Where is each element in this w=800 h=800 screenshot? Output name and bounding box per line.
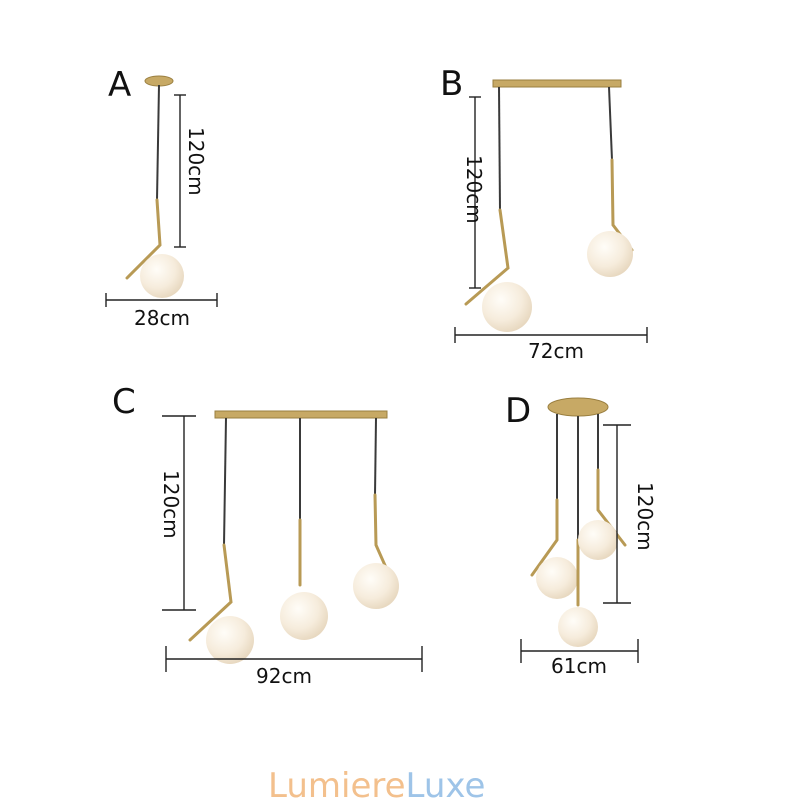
variant-c-canopy bbox=[214, 410, 388, 419]
variant-d-height: 120cm bbox=[633, 482, 657, 551]
variant-c-height: 120cm bbox=[159, 470, 183, 539]
variant-d-globe-left bbox=[536, 557, 578, 599]
variant-a-globe bbox=[140, 254, 184, 298]
variant-c-globe-middle bbox=[280, 592, 328, 640]
variant-c-globe-right bbox=[353, 563, 399, 609]
variant-b-label: B bbox=[440, 64, 463, 104]
variant-d-width: 61cm bbox=[551, 654, 607, 678]
variant-a-width: 28cm bbox=[134, 306, 190, 330]
variant-a-canopy bbox=[144, 75, 174, 87]
variant-a-height: 120cm bbox=[184, 127, 208, 196]
variant-b: B 120cm 72cm bbox=[440, 64, 648, 363]
variant-b-globe-right bbox=[587, 231, 633, 277]
brand-watermark: LumiereLuxe bbox=[268, 766, 485, 800]
variant-d-canopy bbox=[547, 397, 609, 417]
brand-part-1: Lumiere bbox=[268, 766, 406, 800]
variant-c-globe-left bbox=[206, 616, 254, 664]
variant-a-label: A bbox=[108, 65, 131, 105]
brand-part-2: Luxe bbox=[406, 766, 486, 800]
variant-c-width: 92cm bbox=[256, 664, 312, 688]
variant-b-width: 72cm bbox=[528, 339, 584, 363]
variant-a-brass-rod bbox=[125, 198, 162, 280]
variant-d-globe-bottom bbox=[558, 607, 598, 647]
variant-c-label: C bbox=[112, 382, 136, 422]
variant-d: D 120cm 61cm bbox=[505, 391, 657, 678]
variant-b-canopy bbox=[492, 79, 622, 88]
variant-b-height: 120cm bbox=[462, 155, 486, 224]
variant-c: C 120cm 92cm bbox=[112, 382, 423, 688]
variant-d-label: D bbox=[505, 391, 531, 431]
variant-b-globe-left bbox=[482, 282, 532, 332]
variant-a: A 120cm 28cm bbox=[105, 65, 218, 330]
variant-d-globe-right bbox=[578, 520, 618, 560]
